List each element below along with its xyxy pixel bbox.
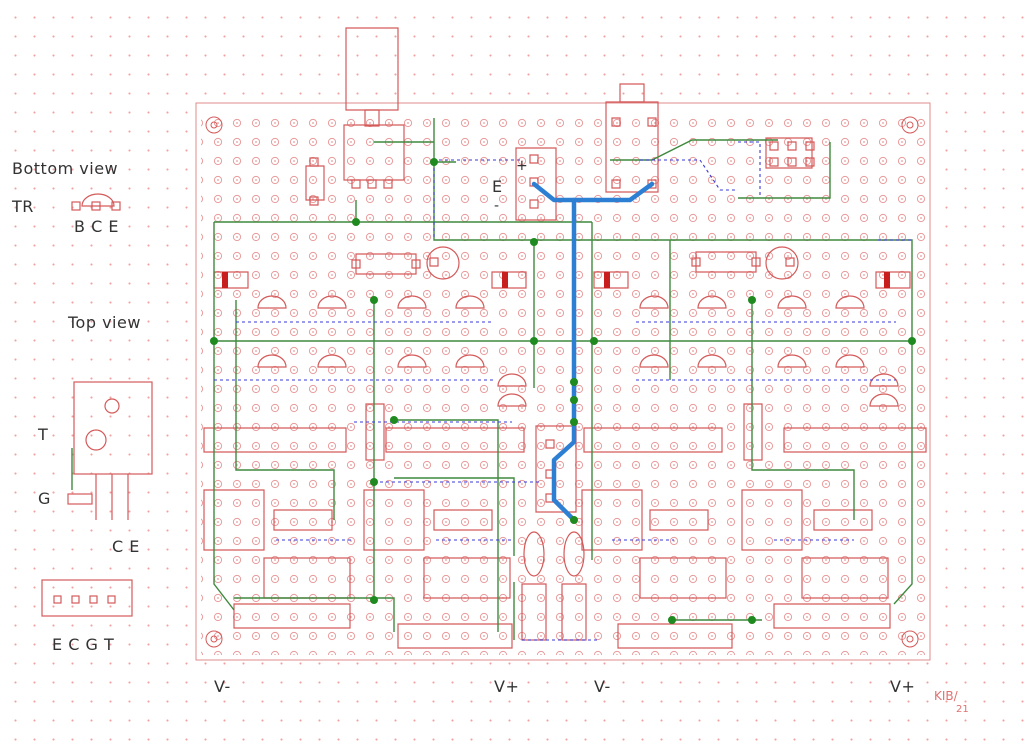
connector-e-plus-minus bbox=[516, 148, 556, 220]
header-4pin-4 bbox=[802, 558, 888, 598]
diode-left-inner bbox=[492, 272, 526, 288]
legend-top-view: Top view bbox=[67, 313, 141, 332]
diode-right-inner bbox=[594, 272, 628, 288]
power-jack-right bbox=[606, 84, 658, 192]
center-module bbox=[536, 426, 576, 512]
resistor-small-3 bbox=[650, 510, 708, 530]
jumper-wires bbox=[214, 141, 912, 641]
capacitor-oval-left bbox=[524, 532, 544, 576]
regulator-top-view-icon bbox=[67, 381, 153, 520]
legend-tr-label: TR bbox=[11, 197, 34, 216]
pinout-legend: Bottom view TR B C E Top view T G C E E … bbox=[11, 159, 153, 654]
resistor-small-1 bbox=[274, 510, 332, 530]
capacitor-oval-right bbox=[564, 532, 584, 576]
resistor-upper-left bbox=[352, 254, 420, 274]
pin-label-minus: - bbox=[494, 198, 500, 214]
supply-label-v-plus-center: V+ bbox=[494, 677, 519, 696]
connector-4pin-icon bbox=[41, 579, 133, 617]
transistor-array bbox=[258, 296, 898, 406]
resistor-large-center-right bbox=[584, 428, 722, 452]
supply-label-v-minus-center: V- bbox=[594, 677, 611, 696]
signature-mark: KIB/ 21 bbox=[934, 689, 969, 715]
header-4pin-2 bbox=[424, 558, 510, 598]
mounting-hole-top-left bbox=[205, 116, 223, 134]
header-top-right bbox=[766, 138, 814, 168]
resistor-large-right bbox=[784, 428, 926, 452]
legend-g-label: G bbox=[38, 489, 51, 508]
mounting-hole-top-right bbox=[901, 116, 919, 134]
resistor-large-left bbox=[204, 428, 346, 452]
capacitor-upper-left bbox=[427, 247, 459, 279]
resistor-bottom-2 bbox=[398, 624, 512, 648]
legend-bce: B C E bbox=[74, 217, 119, 236]
legend-ecgt: E C G T bbox=[52, 635, 114, 654]
resistor-bottom-3 bbox=[618, 624, 732, 648]
legend-ce-label: C E bbox=[112, 537, 140, 556]
legend-bottom-view: Bottom view bbox=[12, 159, 118, 178]
mounting-hole-bottom-right bbox=[901, 630, 919, 648]
diode-right-outer bbox=[876, 272, 910, 288]
trimmer-2 bbox=[364, 490, 424, 550]
signature-line-2: 21 bbox=[956, 704, 969, 715]
supply-label-v-plus-right: V+ bbox=[890, 677, 915, 696]
power-jack-left bbox=[344, 28, 404, 188]
resistor-bottom-center-right bbox=[562, 584, 586, 640]
header-4pin-3 bbox=[640, 558, 726, 598]
pin-label-e: E bbox=[492, 177, 503, 196]
resistor-vertical-left bbox=[366, 404, 384, 460]
resistor-upper-right bbox=[692, 252, 760, 272]
junction-dots bbox=[210, 158, 916, 624]
resistor-vertical-right bbox=[744, 404, 762, 460]
trimmer-1 bbox=[204, 490, 264, 550]
resistor-small-4 bbox=[814, 510, 872, 530]
resistor-top-left bbox=[306, 158, 324, 205]
resistor-small-2 bbox=[434, 510, 492, 530]
resistor-bottom-1 bbox=[234, 604, 350, 628]
trimmer-3 bbox=[582, 490, 642, 550]
trimmer-4 bbox=[742, 490, 802, 550]
power-trace bbox=[531, 181, 655, 523]
signature-line-1: KIB/ bbox=[934, 689, 959, 703]
legend-t-label: T bbox=[37, 425, 48, 444]
supply-label-v-minus-left: V- bbox=[214, 677, 231, 696]
resistor-large-center-left bbox=[386, 428, 524, 452]
wire-links bbox=[213, 118, 913, 640]
board-labels: E + - V- V+ V- V+ bbox=[214, 158, 915, 696]
mounting-hole-bottom-left bbox=[205, 630, 223, 648]
components bbox=[204, 28, 926, 648]
pin-label-plus: + bbox=[516, 158, 528, 174]
resistor-bottom-4 bbox=[774, 604, 890, 628]
transistor-bottom-view-icon bbox=[71, 193, 121, 211]
capacitor-upper-right bbox=[766, 247, 798, 279]
